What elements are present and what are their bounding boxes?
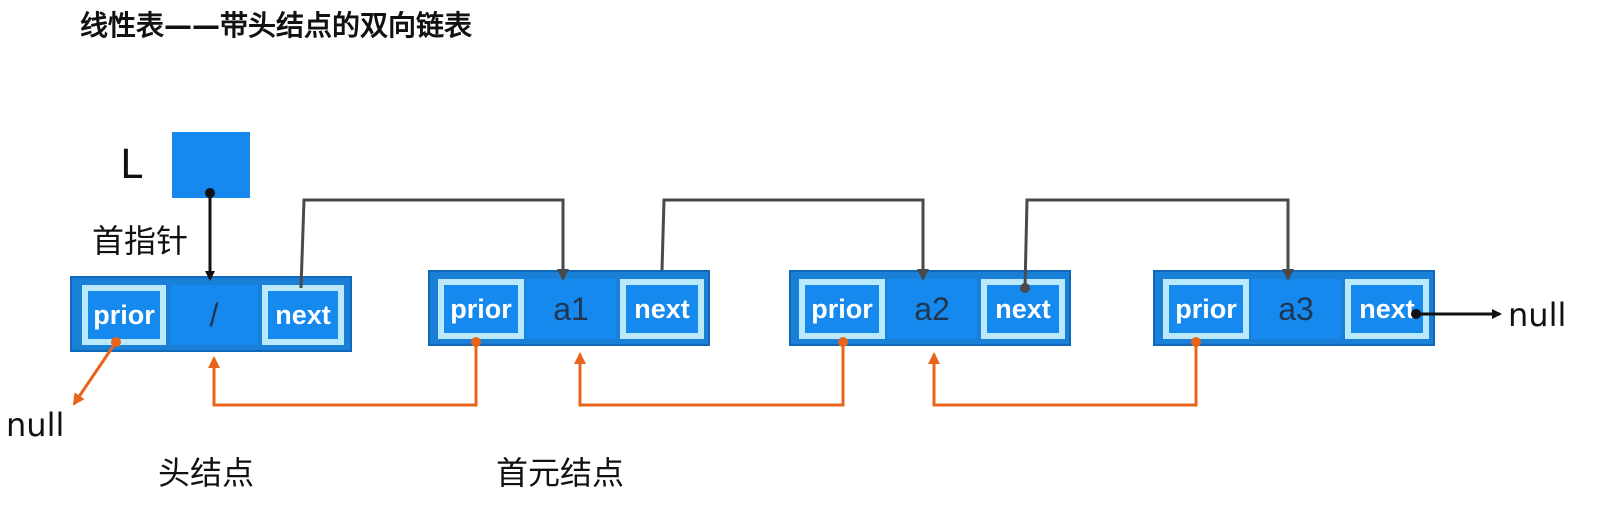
next-field: next: [262, 285, 344, 345]
prior-label: prior: [1169, 285, 1243, 333]
prior-field: prior: [438, 279, 524, 339]
prior-field: prior: [799, 279, 885, 339]
next-link-0: [299, 198, 569, 289]
null-left-label: null: [6, 406, 65, 444]
next-link-null: [1411, 309, 1502, 319]
next-link-2: [1020, 198, 1294, 293]
prior-link-1: [208, 337, 481, 407]
prior-label: prior: [88, 291, 160, 339]
prior-field: prior: [82, 285, 166, 345]
next-label: next: [268, 291, 338, 339]
page-title: 线性表——带头结点的双向链表: [80, 9, 473, 42]
next-link-1: [660, 198, 929, 281]
first-node-caption: 首元结点: [496, 454, 625, 492]
prior-link-null: [72, 337, 121, 406]
list-node-a1: prior a1 next: [428, 270, 710, 346]
next-field: next: [1345, 279, 1429, 339]
data-field: a3: [1251, 279, 1341, 339]
prior-link-3: [928, 337, 1201, 407]
prior-label: prior: [444, 285, 518, 333]
list-node-a3: prior a3 next: [1153, 270, 1435, 346]
data-field: a1: [526, 279, 616, 339]
prior-label: prior: [805, 285, 879, 333]
next-label: next: [1351, 285, 1423, 333]
data-field: /: [170, 285, 258, 345]
data-field: a2: [887, 279, 977, 339]
head-pointer-name: L: [120, 142, 143, 188]
null-right-label: null: [1508, 296, 1567, 334]
next-field: next: [981, 279, 1065, 339]
prior-field: prior: [1163, 279, 1249, 339]
next-label: next: [987, 285, 1059, 333]
next-field: next: [620, 279, 704, 339]
head-node-caption: 头结点: [158, 454, 255, 492]
next-label: next: [626, 285, 698, 333]
head-pointer-box: [172, 132, 250, 198]
prior-link-2: [574, 337, 848, 407]
head-pointer-label: 首指针: [92, 222, 189, 260]
head-pointer-arrow: [205, 188, 215, 281]
